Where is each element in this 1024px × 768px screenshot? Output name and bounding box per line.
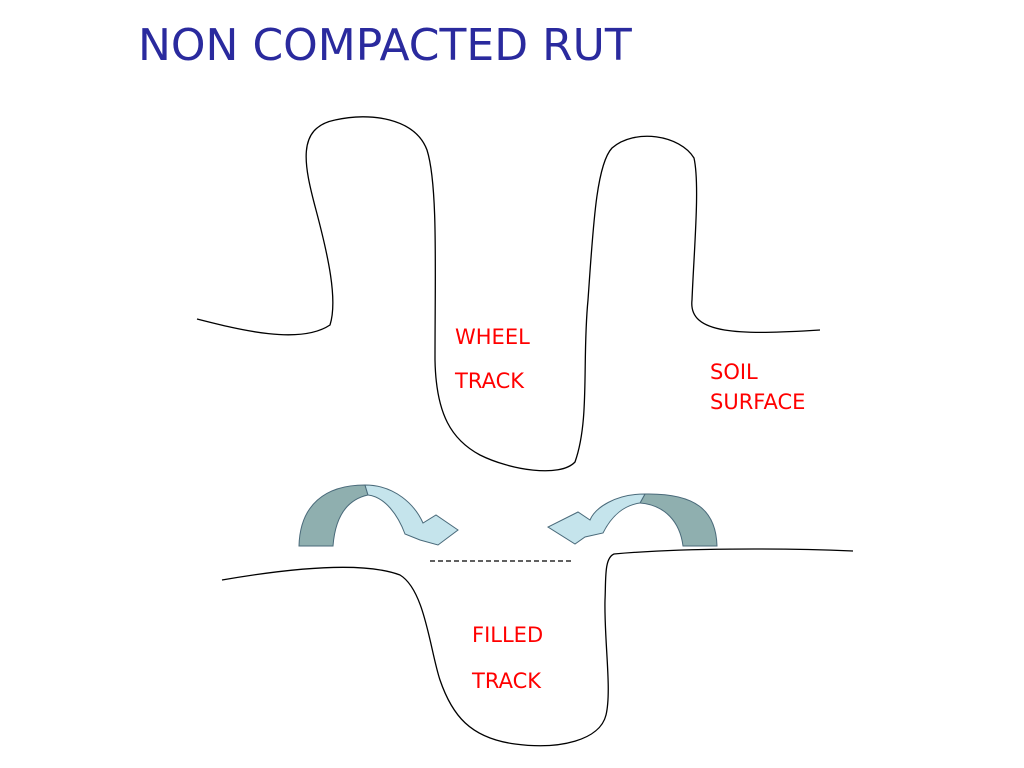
slide-title: NON COMPACTED RUT: [138, 20, 632, 71]
filled-track-label-line2: TRACK: [472, 669, 541, 693]
left-curved-arrow: [298, 484, 459, 547]
right-arrow-back: [639, 493, 718, 547]
soil-surface-label: SOIL SURFACE: [710, 357, 805, 417]
soil-surface-label-line2: SURFACE: [710, 390, 806, 414]
filled-track-label-line1: FILLED: [472, 623, 544, 647]
rut-profile-line: [196, 116, 821, 472]
filled-track-line: [221, 548, 854, 747]
right-curved-arrow: [546, 493, 718, 547]
right-arrow-front: [546, 493, 646, 545]
wheel-track-label-line1: WHEEL: [455, 325, 530, 349]
left-arrow-back: [298, 484, 369, 547]
filled-track-label: FILLED TRACK: [472, 620, 543, 696]
wheel-track-label-line2: TRACK: [455, 369, 524, 393]
left-arrow-front: [364, 484, 459, 546]
soil-surface-label-line1: SOIL: [710, 360, 758, 384]
wheel-track-label: WHEEL TRACK: [455, 322, 530, 396]
